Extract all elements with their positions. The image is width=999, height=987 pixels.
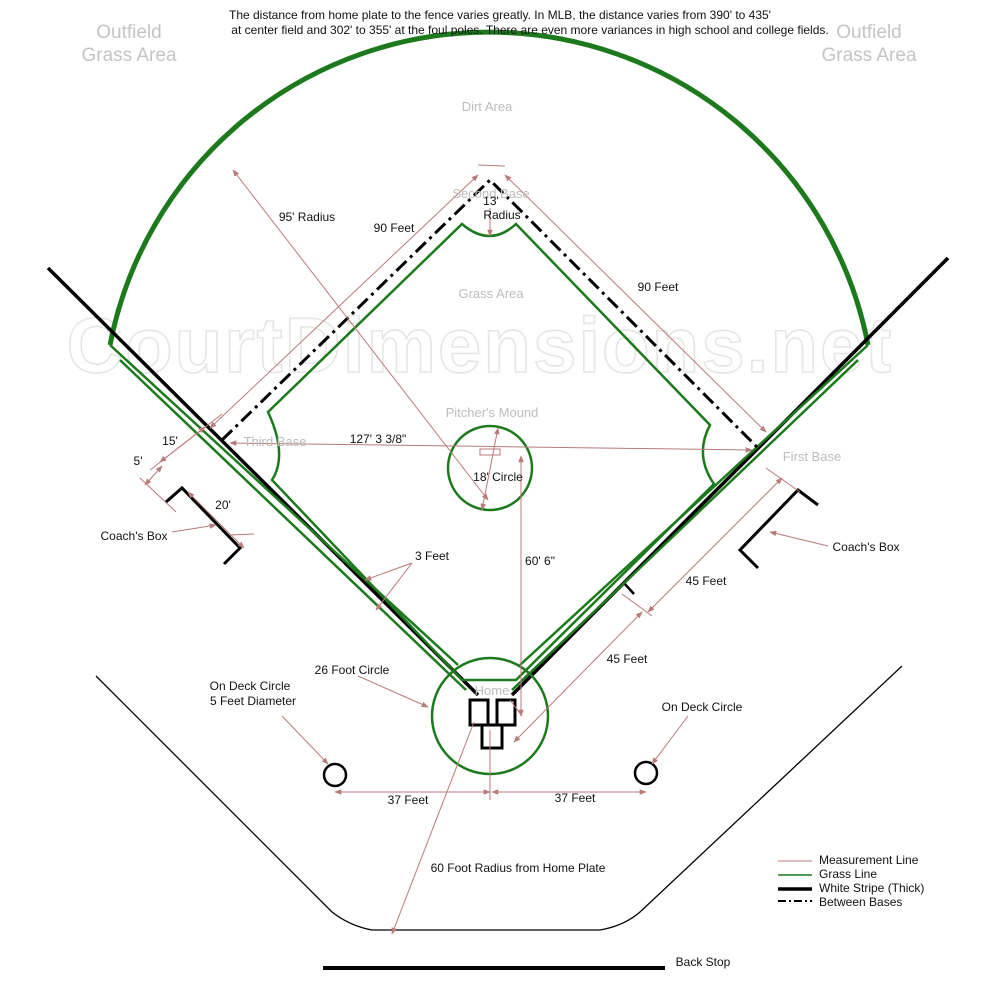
second-base-label: Second Base (452, 186, 529, 201)
radius-13-label-a: 13' (483, 194, 499, 208)
feet-45-lower-measure (513, 611, 643, 743)
outfield-left-line1: Outfield (96, 22, 161, 43)
basepath-90-right-measure (504, 174, 767, 433)
coach-box-left-label: Coach's Box (101, 529, 168, 543)
coach-box-right-label: Coach's Box (833, 540, 900, 554)
circle-26-label: 26 Foot Circle (315, 663, 390, 677)
on-deck-right-label: On Deck Circle (662, 700, 743, 714)
dim-20-tick (229, 533, 255, 536)
feet-37-right-label: 37 Feet (555, 791, 596, 805)
catchers-box (480, 723, 504, 750)
basepath-90-left-measure (209, 174, 479, 429)
on-deck-left-arrow (281, 715, 329, 765)
feet-45-upper-measure (647, 477, 783, 613)
feet-37-left-label: 37 Feet (388, 793, 429, 807)
coach-box-right-arrow (769, 530, 829, 547)
pitchers-rubber (479, 448, 501, 456)
dim-15-label: 15' (162, 434, 178, 448)
first-base-ext (765, 467, 801, 493)
third-base-label: Third Base (244, 434, 307, 449)
header-note-line1: The distance from home plate to the fenc… (229, 8, 771, 22)
left-batters-box (468, 698, 490, 727)
first-base-label: First Base (783, 449, 842, 464)
on-deck-right-arrow (651, 715, 689, 765)
header-note-line2: at center field and 302' to 355' at the … (231, 23, 828, 37)
feet-45-tick (621, 593, 653, 617)
radius-60-home-measure (391, 721, 475, 935)
watermark: CourtDimensions.net (67, 301, 894, 389)
right-coach-box (737, 488, 819, 570)
outfield-right-line2: Grass Area (821, 45, 916, 66)
dist-60-6-label: 60' 6" (525, 554, 555, 568)
feet-3-arrow-a (364, 562, 413, 581)
legend-measurement-label: Measurement Line (819, 853, 919, 867)
dirt-area-label: Dirt Area (462, 99, 513, 114)
left-grass-line-outer (109, 344, 459, 666)
circle-18-label: 18' Circle (473, 470, 523, 484)
outfield-left-line2: Grass Area (81, 45, 176, 66)
legend-stripe-label: White Stripe (Thick) (819, 881, 924, 895)
right-grass-line-inner (511, 359, 859, 691)
circle-26-arrow (357, 675, 429, 708)
circle-18-measure (480, 427, 500, 511)
radius-95-label: 95' Radius (279, 210, 335, 224)
backstop-boundary (95, 665, 903, 931)
coach-box-ext-b (149, 413, 223, 471)
pitchers-mound-label: Pitcher's Mound (446, 405, 539, 420)
radius-13-label-b: Radius (483, 208, 520, 222)
grass-area-label: Grass Area (458, 286, 524, 301)
dim-20-measure (187, 491, 245, 549)
feet-45-upper-label: 45 Feet (686, 574, 727, 588)
on-deck-left-label-2: 5 Feet Diameter (210, 694, 296, 708)
back-stop-label: Back Stop (676, 955, 731, 969)
dim-5-measure (144, 465, 163, 486)
dim-20-label: 20' (215, 498, 231, 512)
outfield-right-line1: Outfield (836, 22, 901, 43)
feet-3-label: 3 Feet (415, 549, 450, 563)
left-grass-line-inner (119, 359, 467, 691)
legend-grass-label: Grass Line (819, 867, 877, 881)
left-on-deck-circle (322, 762, 348, 788)
feet-90-right-label: 90 Feet (638, 280, 679, 294)
feet-45-lower-label: 45 Feet (607, 652, 648, 666)
outfield-grass-arc (107, 29, 871, 346)
second-base-tick (477, 164, 506, 167)
diagonal-127-label: 127' 3 3/8" (350, 432, 407, 446)
feet-90-left-label: 90 Feet (374, 221, 415, 235)
radius-60-home-label: 60 Foot Radius from Home Plate (431, 861, 606, 875)
on-deck-left-label-1: On Deck Circle (210, 679, 291, 693)
coach-box-ext-a (139, 477, 177, 513)
feet-3-arrow-b (375, 562, 413, 611)
coach-box-left-arrow (171, 523, 217, 533)
dim-5-label: 5' (134, 454, 143, 468)
right-on-deck-circle (633, 760, 659, 786)
home-label: Home (475, 683, 510, 698)
legend-bases-label: Between Bases (819, 895, 902, 909)
